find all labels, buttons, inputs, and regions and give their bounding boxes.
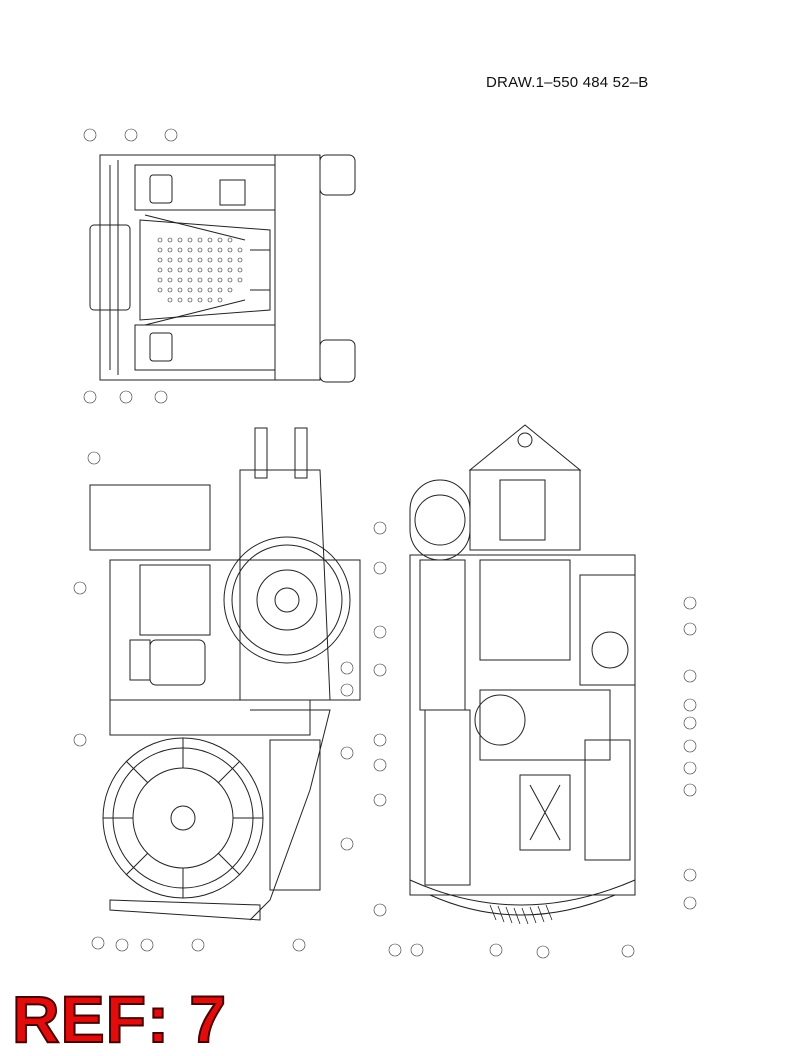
rear-grille bbox=[489, 904, 553, 925]
side-view-drawing bbox=[89, 427, 361, 921]
perforated-plate bbox=[157, 237, 243, 303]
callout-bubbles bbox=[73, 128, 697, 959]
ref-label: REF: 7 bbox=[11, 982, 228, 1056]
rear-view-drawing bbox=[409, 424, 636, 916]
drawing-number: DRAW.1–550 484 52–B bbox=[486, 74, 649, 91]
top-view-drawing bbox=[89, 154, 356, 383]
